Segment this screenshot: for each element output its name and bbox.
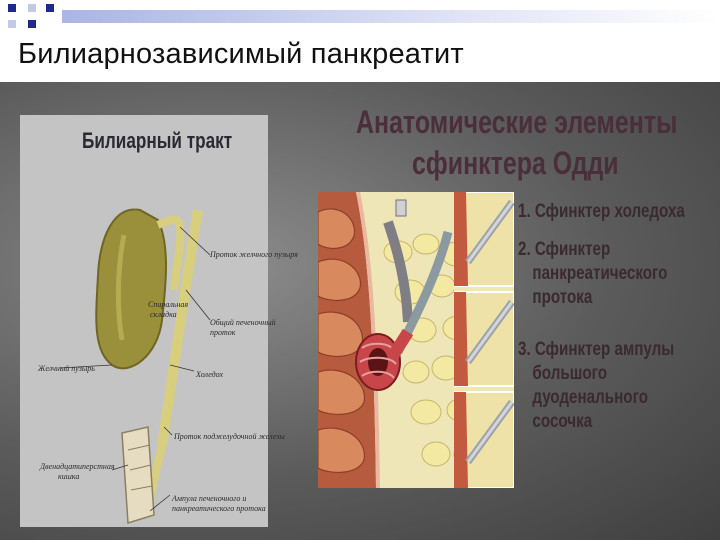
- corner-square-5: [28, 20, 36, 28]
- sphincter-item-3-line-3: дуоденального: [532, 387, 649, 408]
- sphincter-title-line-2: сфинктера Одди: [412, 145, 619, 181]
- label-spiral-fold-2: складка: [150, 310, 177, 319]
- sphincter-item-2: 2. Сфинктер панкреатического протока: [518, 238, 667, 310]
- label-cystic-duct: Проток желчного пузыря: [210, 250, 298, 259]
- sphincter-item-3-line-2: большого: [532, 363, 608, 384]
- sphincter-item-2-line-3: протока: [532, 287, 593, 308]
- label-hepatic-duct-2: проток: [210, 328, 236, 337]
- label-spiral-fold-1: Спиральная: [148, 300, 189, 309]
- label-choledochus: Холедох: [196, 370, 224, 379]
- sphincter-detail-panels: [454, 192, 514, 488]
- corner-square-3: [46, 4, 54, 12]
- label-hepatic-duct-1: Общий печеночный: [210, 318, 276, 327]
- sphincter-item-3-line-4: сосочка: [532, 411, 593, 432]
- label-gallbladder: Желчный пузырь: [38, 364, 95, 373]
- sphincter-item-1: 1. Сфинктер холедоха: [518, 200, 685, 224]
- sphincter-item-2-line-1: 2. Сфинктер: [518, 239, 611, 260]
- biliary-tract-illustration: [20, 115, 268, 527]
- corner-square-2: [28, 4, 36, 12]
- biliary-tract-title: Билиарный тракт: [82, 128, 233, 153]
- biliary-tract-panel: [20, 115, 268, 527]
- label-ampulla-2: панкреатического протока: [172, 504, 266, 513]
- label-ampulla-1: Ампула печеночного и: [172, 494, 247, 503]
- header-gradient-bar: [62, 10, 720, 23]
- sphincter-item-1-line-1: 1. Сфинктер холедоха: [518, 201, 685, 222]
- label-duodenum-2: кишка: [58, 472, 80, 481]
- sphincter-item-2-line-2: панкреатического: [532, 263, 668, 284]
- label-duodenum-1: Двенадцатиперстная: [40, 462, 115, 471]
- corner-square-4: [8, 20, 16, 28]
- label-pancreatic-duct: Проток поджелудочной железы: [174, 432, 285, 441]
- slide-title: Билиарнозависимый панкреатит: [18, 38, 464, 70]
- corner-square-1: [8, 4, 16, 12]
- sphincter-title-line-1: Анатомические элементы: [356, 104, 678, 140]
- sphincter-item-3: 3. Сфинктер ампулы большого дуоденальног…: [518, 338, 674, 434]
- sphincter-item-3-line-1: 3. Сфинктер ампулы: [518, 339, 675, 360]
